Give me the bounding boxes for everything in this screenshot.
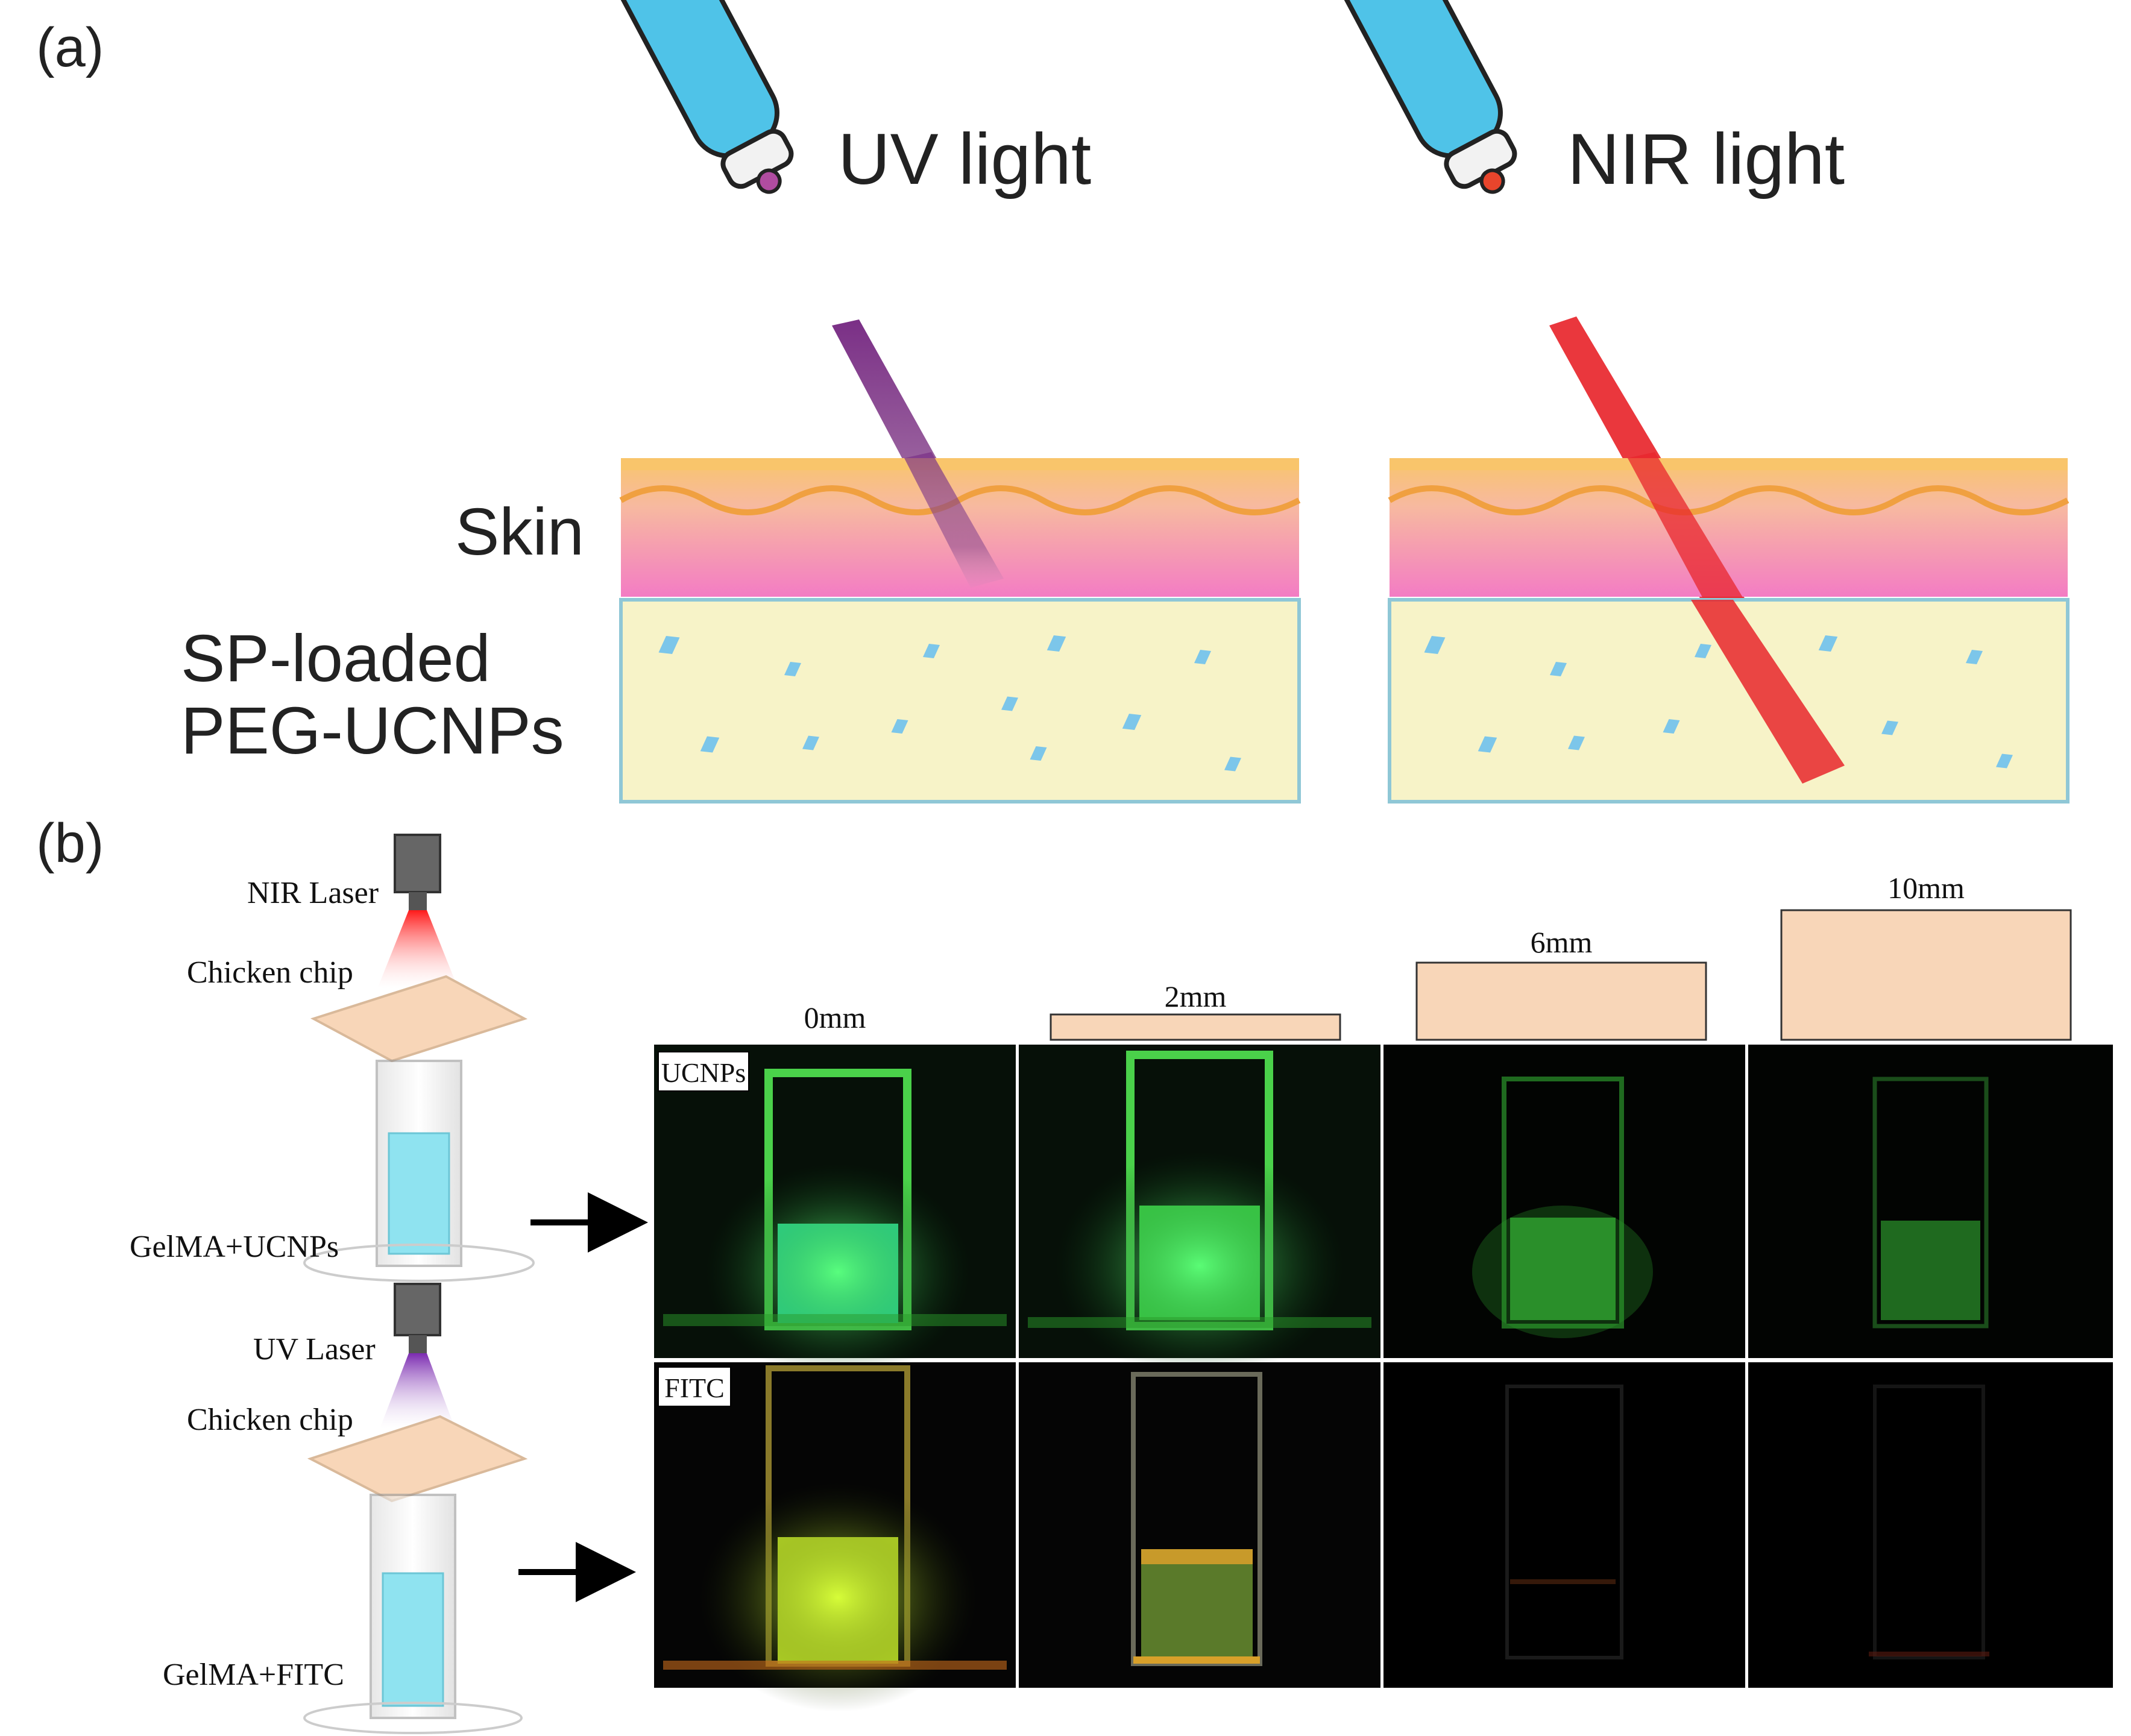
thickness-label-2mm: 2mm: [1165, 980, 1227, 1013]
nir-device-icon: [1339, 0, 1517, 194]
panel-a-label: (a): [36, 17, 104, 78]
nir-laser-beam: [377, 910, 458, 989]
photo-fitc-2mm: [1019, 1362, 1380, 1688]
panel-b-label: (b): [36, 813, 104, 874]
photo-fitc-6mm: [1383, 1362, 1745, 1688]
thickness-box-2mm: [1050, 1013, 1341, 1041]
chicken-chip-top: [310, 975, 528, 1063]
gelma-fitc-label: GelMA+FITC: [163, 1658, 344, 1692]
nir-laser-label: NIR Laser: [247, 876, 379, 910]
row-label-ucnps: UCNPs: [661, 1057, 746, 1088]
thickness-label-10mm: 10mm: [1887, 871, 1965, 905]
uv-laser-label: UV Laser: [253, 1332, 376, 1366]
thickness-label-6mm: 6mm: [1531, 925, 1593, 959]
photo-ucnps-6mm: [1383, 1045, 1745, 1358]
uv-light-title: UV light: [838, 119, 1091, 200]
photo-ucnps-2mm: [1019, 1045, 1380, 1380]
photo-fitc-10mm: [1748, 1362, 2113, 1688]
sp-label-line2: PEG-UCNPs: [181, 694, 564, 768]
chicken-chip-label-bottom: Chicken chip: [187, 1403, 353, 1437]
photo-ucnps-10mm: [1748, 1045, 2113, 1358]
thickness-label-0mm: 0mm: [804, 1001, 866, 1034]
panel-b: (b) NIR Laser Chicken chip GelMA+UCNPs U…: [36, 813, 2113, 1734]
skin-label: Skin: [455, 495, 584, 569]
photo-ucnps-0mm: [654, 1045, 1016, 1380]
nir-setup-schematic: [303, 834, 535, 1282]
gelma-ucnps-label: GelMA+UCNPs: [130, 1230, 339, 1264]
skin-layer-nir: [1388, 458, 2070, 597]
uv-laser-beam: [380, 1353, 455, 1429]
tissue-box-uv: [619, 598, 1301, 804]
sp-label-line1: SP-loaded: [181, 621, 491, 696]
row-label-fitc: FITC: [664, 1373, 725, 1403]
thickness-box-10mm: [1780, 909, 2072, 1041]
chicken-chip-bottom: [307, 1415, 528, 1503]
uv-setup-schematic: [303, 1283, 528, 1734]
nir-light-title: NIR light: [1567, 119, 1845, 200]
thickness-box-6mm: [1415, 961, 1707, 1041]
photo-fitc-0mm: [654, 1362, 1016, 1712]
uv-device-icon: [615, 0, 794, 194]
chicken-chip-label-top: Chicken chip: [187, 955, 353, 990]
panel-a: (a) UV light NIR light: [36, 0, 2070, 804]
